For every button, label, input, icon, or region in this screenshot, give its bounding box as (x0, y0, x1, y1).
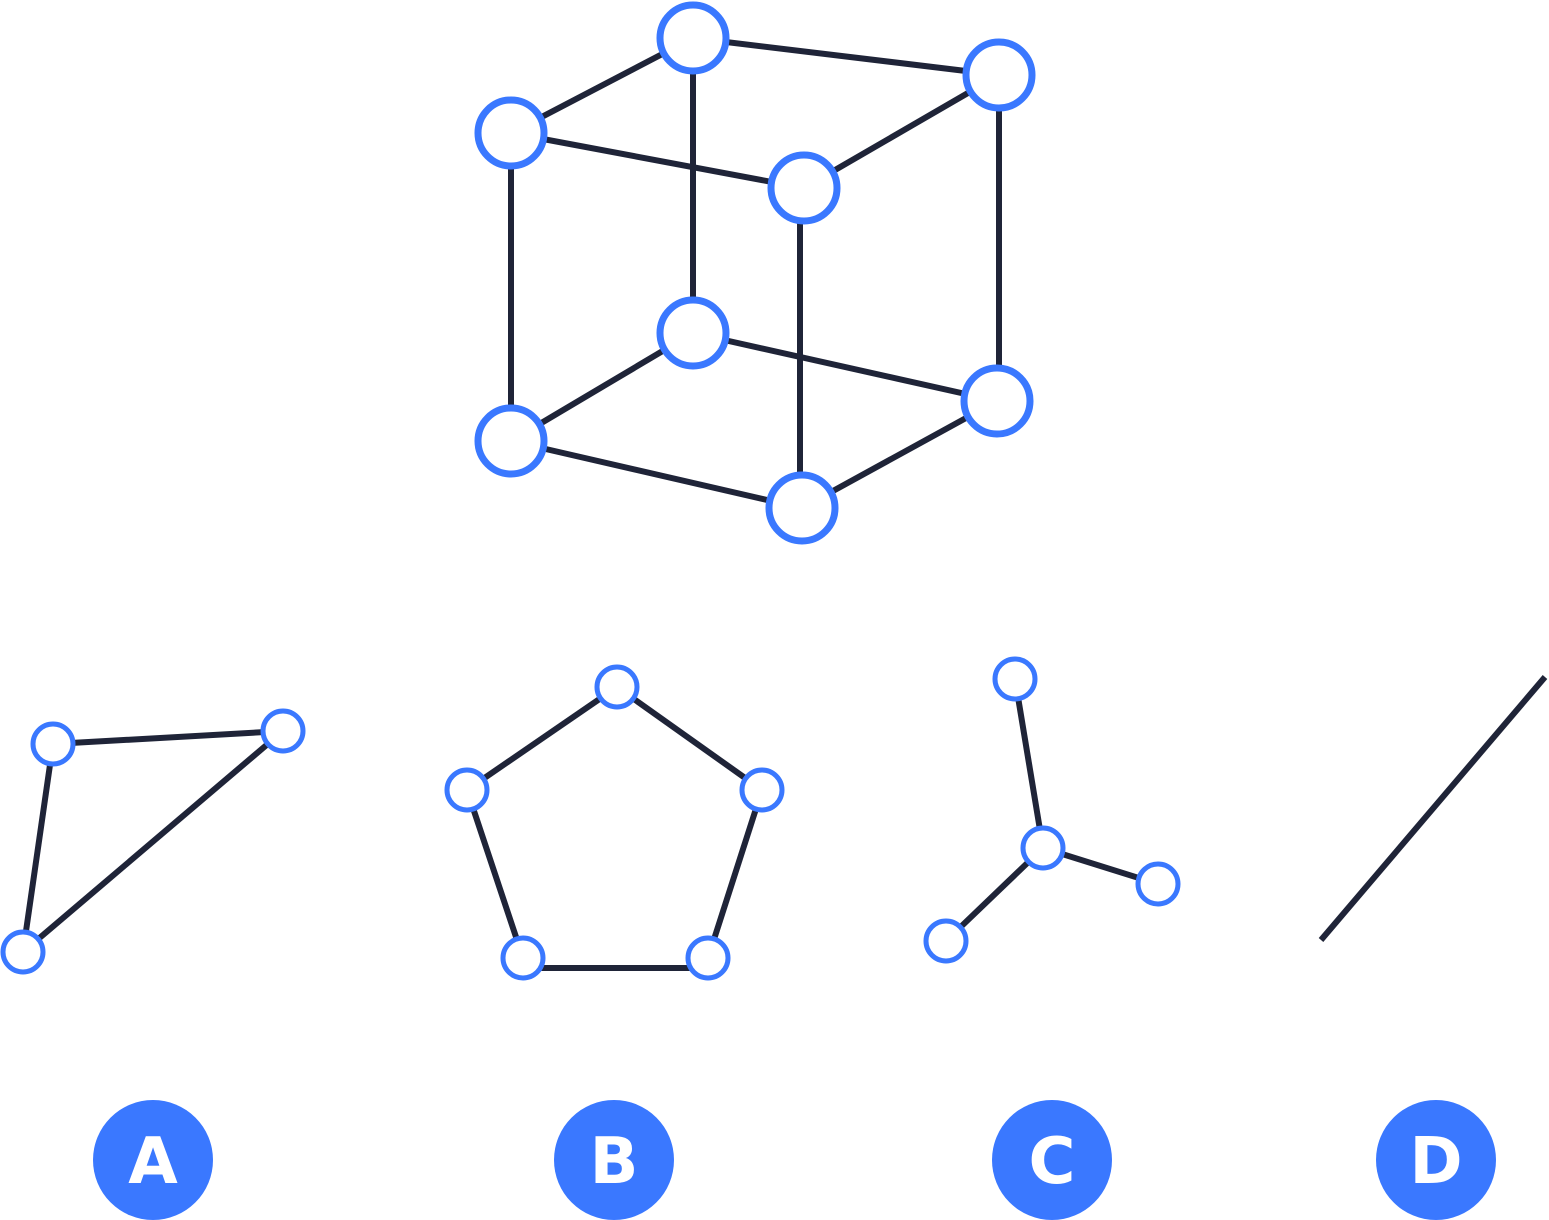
option-b-edge (464, 789, 526, 959)
option-b-edge (705, 789, 765, 959)
option-c-node (923, 918, 969, 964)
option-c-graph (923, 656, 1181, 964)
option-a-graph (0, 708, 306, 975)
option-badge-d[interactable]: D (1376, 1100, 1496, 1220)
option-b-node (444, 767, 490, 813)
option-c-edge (1012, 678, 1046, 849)
option-a-edge (52, 728, 284, 747)
option-d-edge (1318, 675, 1548, 942)
option-a-node (0, 929, 46, 975)
option-badge-d-label: D (1409, 1125, 1462, 1199)
option-a-node (30, 721, 76, 767)
cube-node (767, 151, 841, 225)
option-c-node (1020, 825, 1066, 871)
cube-node (960, 364, 1034, 438)
option-b-node (739, 767, 785, 813)
option-b-node (500, 935, 546, 981)
option-badge-b-circle (554, 1100, 674, 1220)
option-badge-c-label: C (1029, 1125, 1076, 1199)
cube-node (474, 96, 548, 170)
cube-edge (510, 438, 803, 511)
option-b-graph (444, 664, 785, 981)
option-a-edge (21, 728, 285, 955)
cube-node (656, 1, 730, 75)
option-b-node (685, 935, 731, 981)
cube-node (765, 471, 839, 545)
option-badge-a-circle (93, 1100, 213, 1220)
option-c-node (992, 656, 1038, 702)
cube-node (656, 296, 730, 370)
option-badge-b[interactable]: B (554, 1100, 674, 1220)
option-badge-d-circle (1376, 1100, 1496, 1220)
option-b-edge (615, 684, 764, 793)
cube-edge (510, 130, 805, 191)
option-c-node (1135, 861, 1181, 907)
cube-edge (800, 398, 999, 511)
cube-edge (802, 72, 1001, 191)
option-badge-a[interactable]: A (93, 1100, 213, 1220)
cube-edge (692, 35, 1000, 78)
cube-edge (692, 330, 998, 404)
option-a-node (260, 708, 306, 754)
option-b-edge (465, 684, 619, 793)
option-badge-c[interactable]: C (992, 1100, 1112, 1220)
option-badge-c-circle (992, 1100, 1112, 1220)
option-d-graph (1318, 675, 1548, 942)
option-b-node (594, 664, 640, 710)
option-badge-a-label: A (128, 1125, 178, 1199)
option-badge-b-label: B (590, 1125, 639, 1199)
cube-node (474, 404, 548, 478)
option-a-edge (20, 743, 56, 953)
cube-node (962, 38, 1036, 112)
cube-graph (474, 1, 1036, 545)
